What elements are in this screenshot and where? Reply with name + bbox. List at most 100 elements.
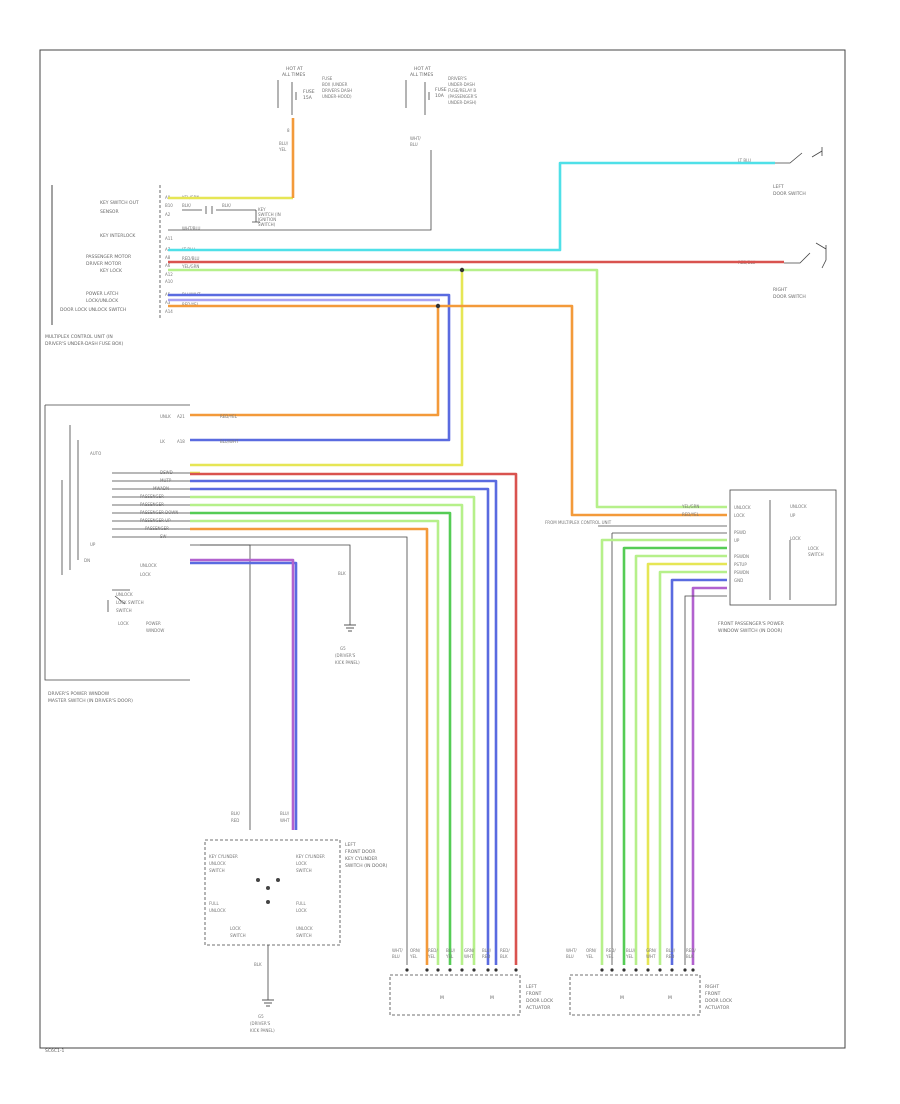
svg-text:KEY LOCK: KEY LOCK: [100, 268, 123, 274]
svg-text:BLK: BLK: [254, 962, 262, 967]
svg-text:LK: LK: [160, 439, 165, 444]
svg-text:DRIVER MOTOR: DRIVER MOTOR: [86, 261, 121, 267]
svg-text:KEY INTERLOCK: KEY INTERLOCK: [100, 233, 136, 239]
svg-text:BLU: BLU: [392, 954, 400, 959]
svg-text:RED: RED: [231, 818, 239, 823]
svg-text:WINDOW SWITCH (IN DOOR): WINDOW SWITCH (IN DOOR): [718, 628, 783, 634]
svg-text:LEFT: LEFT: [345, 842, 356, 848]
svg-text:A2: A2: [165, 212, 171, 217]
svg-text:A21: A21: [177, 414, 185, 419]
svg-text:BLU/: BLU/: [482, 948, 492, 953]
svg-text:A18: A18: [177, 439, 185, 444]
svg-text:RED/YEL: RED/YEL: [220, 414, 238, 419]
svg-text:LOCK: LOCK: [296, 861, 307, 866]
svg-text:WHT: WHT: [464, 954, 474, 959]
svg-text:UNLOCK: UNLOCK: [209, 861, 226, 866]
svg-text:MULTIPLEX CONTROL UNIT (IN: MULTIPLEX CONTROL UNIT (IN: [45, 334, 113, 340]
svg-text:LOCK: LOCK: [140, 572, 151, 577]
svg-text:DOOR LOCK: DOOR LOCK: [526, 998, 554, 1004]
svg-text:GRN/: GRN/: [646, 948, 657, 953]
svg-text:BLU/: BLU/: [446, 948, 456, 953]
driver-master-switch: AUTO UP DN UNLOCK LOCK UNLOCK LOCK SWITC…: [44, 404, 239, 704]
svg-text:GND: GND: [734, 578, 743, 583]
svg-text:LOCK/UNLOCK: LOCK/UNLOCK: [86, 298, 119, 304]
svg-text:B10: B10: [165, 203, 173, 208]
svg-text:A6: A6: [165, 263, 171, 268]
svg-text:SENSOR: SENSOR: [100, 209, 119, 215]
svg-text:FRONT DOOR: FRONT DOOR: [345, 849, 375, 855]
svg-text:WHT/: WHT/: [410, 136, 421, 141]
svg-text:POWER LATCH: POWER LATCH: [86, 291, 118, 297]
svg-text:UNLOCK: UNLOCK: [790, 504, 807, 509]
svg-text:SWITCH (IN: SWITCH (IN: [258, 212, 281, 217]
svg-text:MWADN: MWADN: [153, 486, 169, 491]
svg-text:RIGHT: RIGHT: [773, 287, 787, 293]
svg-text:LT BLU: LT BLU: [738, 158, 751, 163]
right-front-door-lock-actuator: WHT/BLU ORN/YEL RED/YEL BLU/YEL GRN/WHT …: [566, 948, 733, 1016]
footer-code: SC6C1-1: [45, 1048, 64, 1054]
svg-text:BOX (UNDER: BOX (UNDER: [322, 82, 348, 87]
svg-text:UNDER-DASH: UNDER-DASH: [448, 82, 475, 87]
wire-lightgreen-key-lock: [168, 268, 727, 509]
svg-text:YEL: YEL: [278, 147, 287, 152]
svg-text:M: M: [668, 995, 672, 1001]
svg-text:SWITCH: SWITCH: [116, 608, 132, 613]
svg-text:RED/YEL: RED/YEL: [682, 512, 700, 517]
wire-blue-power-latch: [168, 293, 451, 442]
svg-text:ORN/: ORN/: [586, 948, 597, 953]
svg-text:YEL/GRN: YEL/GRN: [681, 504, 699, 509]
svg-text:A12: A12: [165, 272, 173, 277]
svg-text:AUTO: AUTO: [90, 451, 101, 456]
svg-text:15A: 15A: [303, 95, 313, 101]
svg-text:YEL: YEL: [427, 954, 436, 959]
svg-text:RED/YEL: RED/YEL: [182, 302, 200, 307]
svg-text:DOOR SWITCH: DOOR SWITCH: [773, 294, 806, 300]
wire-orange-unlock: [168, 304, 727, 517]
svg-text:A9: A9: [165, 195, 171, 200]
svg-text:BLU/: BLU/: [626, 948, 636, 953]
driver-door-lock-actuator: KEY CYLINDER UNLOCK SWITCH KEY CYLINDER …: [204, 811, 388, 946]
svg-text:BLU/: BLU/: [666, 948, 676, 953]
svg-text:KEY CYLINDER: KEY CYLINDER: [345, 856, 377, 862]
wires-to-left-window-motor: [190, 471, 518, 965]
svg-text:A11: A11: [165, 236, 173, 241]
svg-text:KEY CYLINDER: KEY CYLINDER: [209, 854, 238, 859]
diagram-border: [39, 49, 846, 1049]
svg-text:HOT AT: HOT AT: [414, 66, 431, 72]
svg-text:DRIVERS DASH: DRIVERS DASH: [322, 88, 352, 93]
svg-text:DN: DN: [84, 558, 90, 563]
ground-left-upper: BLK G5 (DRIVER'S KICK PANEL): [200, 544, 360, 665]
svg-text:SWITCH: SWITCH: [209, 868, 225, 873]
svg-text:FUSE: FUSE: [435, 87, 447, 93]
svg-text:UNLOCK: UNLOCK: [140, 563, 157, 568]
svg-text:GRN/: GRN/: [464, 948, 475, 953]
svg-text:SWITCH: SWITCH: [296, 868, 312, 873]
svg-text:FUSE: FUSE: [303, 89, 315, 95]
svg-text:PASSENGER: PASSENGER: [140, 494, 164, 499]
svg-text:HOT AT: HOT AT: [286, 66, 303, 72]
svg-text:SWITCH (IN DOOR): SWITCH (IN DOOR): [345, 863, 388, 869]
svg-text:PASSENGER DOWN: PASSENGER DOWN: [140, 510, 178, 515]
svg-text:LEFT: LEFT: [773, 184, 784, 190]
svg-text:YEL: YEL: [409, 954, 418, 959]
svg-text:(DRIVER'S: (DRIVER'S: [335, 653, 356, 658]
svg-text:MASTER SWITCH (IN DRIVER'S DOO: MASTER SWITCH (IN DRIVER'S DOOR): [48, 698, 133, 704]
svg-text:M: M: [440, 995, 444, 1001]
svg-text:A7: A7: [165, 247, 171, 252]
svg-text:DRIVER'S UNDER-DASH FUSE BOX): DRIVER'S UNDER-DASH FUSE BOX): [45, 341, 124, 347]
svg-text:RED/: RED/: [428, 948, 438, 953]
svg-text:PASSENGER: PASSENGER: [145, 526, 169, 531]
svg-text:A8: A8: [165, 255, 171, 260]
svg-text:UNLOCK: UNLOCK: [209, 908, 226, 913]
svg-text:FROM MULTIPLEX CONTROL UNIT: FROM MULTIPLEX CONTROL UNIT: [545, 520, 612, 525]
svg-text:UP: UP: [790, 513, 796, 518]
svg-text:BLK: BLK: [338, 571, 346, 576]
svg-text:DRIVER'S POWER WINDOW: DRIVER'S POWER WINDOW: [48, 691, 110, 697]
svg-text:FULL: FULL: [209, 901, 219, 906]
ground-left-lower: BLK G5 (DRIVER'S KICK PANEL): [250, 945, 275, 1033]
svg-text:YEL/GRN: YEL/GRN: [181, 264, 199, 269]
svg-text:BLU/: BLU/: [280, 811, 290, 816]
svg-text:KEY: KEY: [258, 207, 266, 212]
svg-text:UP: UP: [734, 538, 740, 543]
svg-text:IGNITION: IGNITION: [258, 217, 276, 222]
